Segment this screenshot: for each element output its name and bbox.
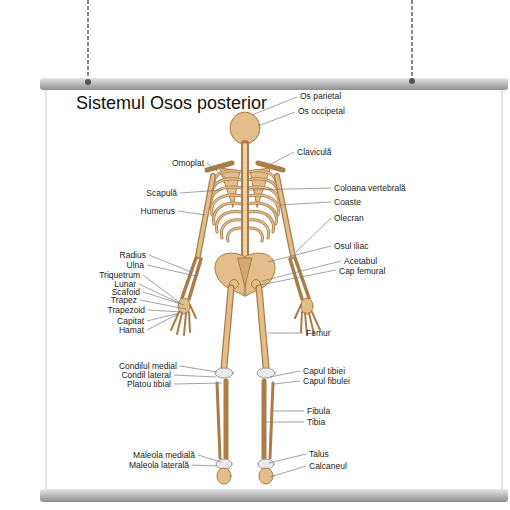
- bone-label: Os occipetal: [298, 106, 345, 116]
- bone-label: Maleola laterală: [129, 460, 189, 470]
- bone-label: Claviculă: [297, 147, 332, 157]
- bone-label: Condil lateral: [121, 370, 171, 380]
- bone-label: Triquetrum: [99, 270, 140, 280]
- bone-label: Olecran: [334, 213, 364, 223]
- bone-label: Capul tibiei: [303, 366, 345, 376]
- bone-label: Acetabul: [344, 256, 377, 266]
- bone-label: Radius: [120, 250, 146, 260]
- bone-label: Hamat: [119, 325, 144, 335]
- bone-label: Tibia: [307, 417, 325, 427]
- bone-label: Os parietal: [300, 91, 341, 101]
- bone-label: Ulna: [127, 260, 144, 270]
- bone-label: Talus: [309, 449, 329, 459]
- bone-label: Osul iliac: [334, 241, 368, 251]
- bone-label: Condilul medial: [119, 361, 177, 371]
- bone-label: Omoplat: [172, 158, 204, 168]
- bone-label: Trapez: [111, 295, 137, 305]
- bone-label: Coloana vertebrală: [334, 183, 406, 193]
- bone-label: Maleola medială: [133, 450, 195, 460]
- poster-title: Sistemul Osos posterior: [76, 93, 267, 114]
- bone-label: Trapezoid: [108, 305, 145, 315]
- bone-label: Humerus: [141, 206, 175, 216]
- bone-label: Cap femural: [339, 266, 385, 276]
- bone-label: Scapulă: [146, 188, 177, 198]
- bone-label: Femur: [306, 328, 331, 338]
- bone-label: Platou tibial: [127, 379, 171, 389]
- bone-label: Calcaneul: [309, 461, 347, 471]
- bone-label: Capul fibulei: [303, 376, 350, 386]
- leader-lines: [139, 97, 341, 477]
- bone-label: Coaste: [334, 197, 361, 207]
- bone-label: Capitat: [117, 316, 144, 326]
- bone-label: Fibula: [307, 406, 330, 416]
